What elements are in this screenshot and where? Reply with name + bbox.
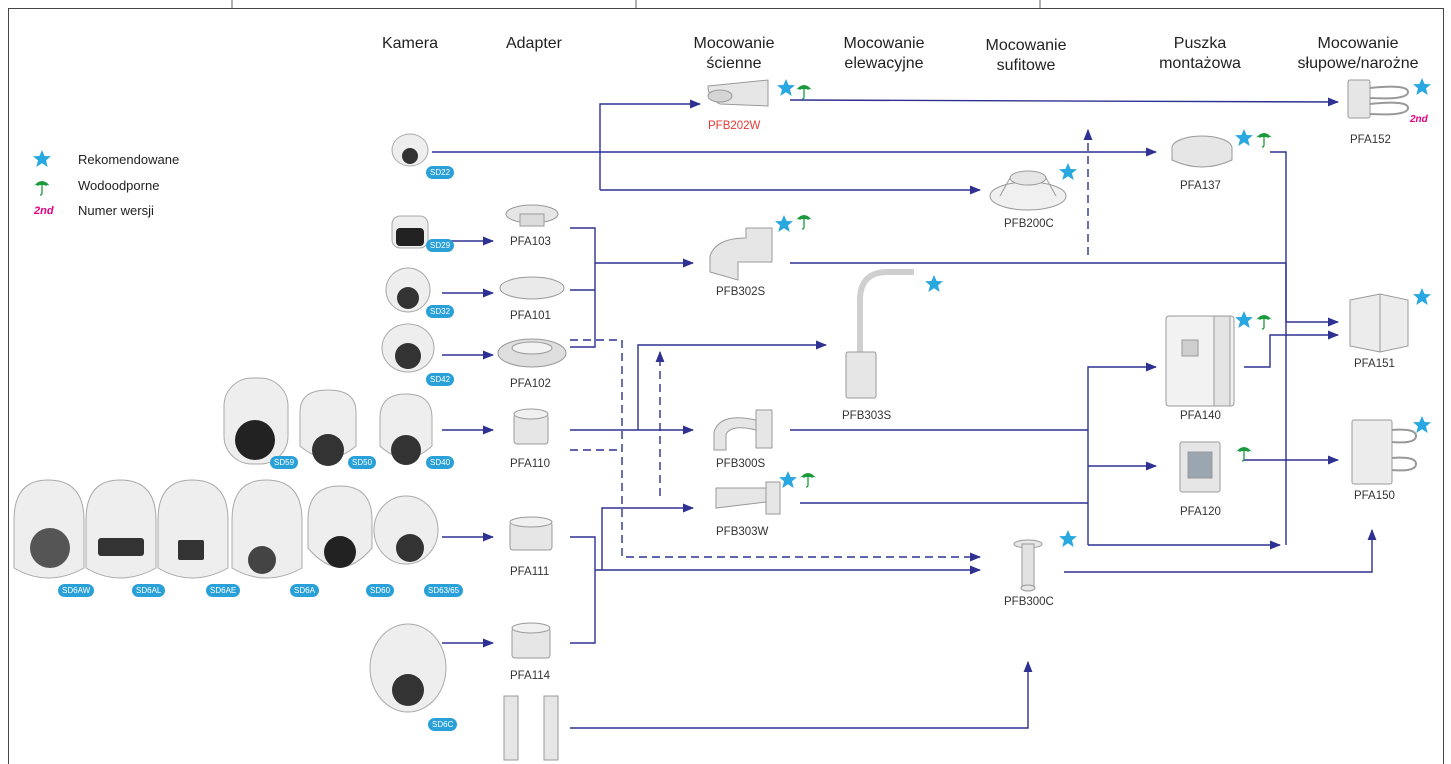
label-pfa111: PFA111	[510, 566, 550, 578]
badge-sd6aw: SD6AW	[58, 584, 95, 597]
pfa120-image	[1179, 441, 1221, 493]
sd6365-image	[373, 495, 439, 565]
pfa102-image	[497, 338, 567, 368]
sd22-image	[391, 133, 429, 167]
diagram-frame	[8, 8, 1444, 764]
badge-sd6a: SD6A	[290, 584, 319, 597]
pfa111-image	[509, 516, 553, 551]
product-shapes	[497, 79, 1418, 761]
connection-lines	[432, 97, 1377, 729]
legend-recommended: Rekomendowane	[78, 152, 180, 167]
label-pfa101: PFA101	[510, 310, 551, 322]
sd50-image	[299, 389, 357, 466]
legend-version: Numer wersji	[78, 203, 154, 218]
top-ticks	[231, 0, 1041, 8]
camera-shapes	[13, 133, 447, 713]
pfb300s-image	[713, 409, 773, 451]
pfa151-image	[1349, 293, 1409, 353]
pfb202w-image	[707, 79, 769, 107]
sd6aw-image	[13, 479, 85, 579]
badge-sd59: SD59	[270, 456, 299, 469]
dashed-lines	[570, 128, 1093, 562]
label-pfa152-tag: 2nd	[1410, 114, 1428, 125]
pfb300c-image	[1013, 539, 1043, 592]
label-pfb202w: PFB202W	[708, 120, 761, 132]
badge-sd32: SD32	[426, 305, 455, 318]
pfb200c-image	[989, 170, 1067, 211]
waterproof-umbrellas	[33, 84, 1273, 488]
header-junction-box: Puszka montażowa	[1159, 35, 1241, 72]
badge-sd6al: SD6AL	[132, 584, 166, 597]
pfa152-image	[1347, 79, 1410, 119]
label-pfb303w: PFB303W	[716, 526, 769, 538]
label-pfa114: PFA114	[510, 670, 551, 682]
header-adapter: Adapter	[505, 35, 563, 52]
badge-sd40: SD40	[426, 456, 455, 469]
label-pfa150: PFA150	[1354, 490, 1395, 502]
label-pfb303s: PFB303S	[842, 410, 892, 422]
label-pfa137: PFA137	[1180, 180, 1221, 192]
label-pfb300s: PFB300S	[716, 458, 766, 470]
sd40-image	[379, 393, 433, 465]
header-ceiling: Mocowanie sufitowe	[985, 37, 1067, 74]
sd6c-image	[369, 623, 447, 713]
badge-sd22: SD22	[426, 166, 455, 179]
label-pfa103: PFA103	[510, 236, 551, 248]
sd32-image	[385, 267, 431, 313]
sd42-image	[381, 323, 435, 373]
sd6a-image	[231, 479, 303, 579]
pfa114-image	[511, 622, 551, 659]
label-pfa140: PFA140	[1180, 410, 1221, 422]
pfa137-image	[1171, 135, 1233, 168]
label-pfa110: PFA110	[510, 458, 551, 470]
pfa110-image	[513, 408, 549, 445]
badge-sd50: SD50	[348, 456, 377, 469]
sd60-image	[307, 485, 373, 568]
label-pfb200c: PFB200C	[1004, 218, 1054, 230]
label-pfa102: PFA102	[510, 378, 551, 390]
header-elevation: Mocowanie elewacyjne	[843, 35, 925, 72]
badge-sd60: SD60	[366, 584, 395, 597]
badge-sd6ae: SD6AE	[206, 584, 241, 597]
label-pfa151: PFA151	[1354, 358, 1395, 370]
pfa150-image	[1351, 419, 1418, 485]
legend-version-tag: 2nd	[34, 205, 54, 217]
badge-sd42: SD42	[426, 373, 455, 386]
legend-waterproof: Wodoodporne	[78, 178, 160, 193]
label-pfb302s: PFB302S	[716, 286, 766, 298]
extension-poles-image	[503, 695, 559, 761]
label-pfa152: PFA152	[1350, 134, 1391, 146]
sd6al-image	[85, 479, 157, 579]
pfa103-image	[505, 204, 559, 227]
header-camera: Kamera	[381, 35, 439, 52]
pfa101-image	[499, 276, 565, 300]
pfb303s-image	[845, 269, 914, 399]
sd29-image	[391, 215, 429, 249]
label-pfa120: PFA120	[1180, 506, 1221, 518]
pfa140-image	[1165, 315, 1235, 407]
label-pfb300c: PFB300C	[1004, 596, 1054, 608]
sd59-image	[223, 377, 289, 465]
badge-sd6365: SD63/65	[424, 584, 464, 597]
pfb303w-image	[715, 481, 781, 515]
header-pole-corner: Mocowanie słupowe/narożne	[1297, 35, 1419, 72]
badge-sd29: SD29	[426, 239, 455, 252]
sd6ae-image	[157, 479, 229, 579]
badge-sd6c: SD6C	[428, 718, 458, 731]
header-wall: Mocowanie ścienne	[693, 35, 775, 72]
pfb302s-image	[709, 227, 773, 281]
